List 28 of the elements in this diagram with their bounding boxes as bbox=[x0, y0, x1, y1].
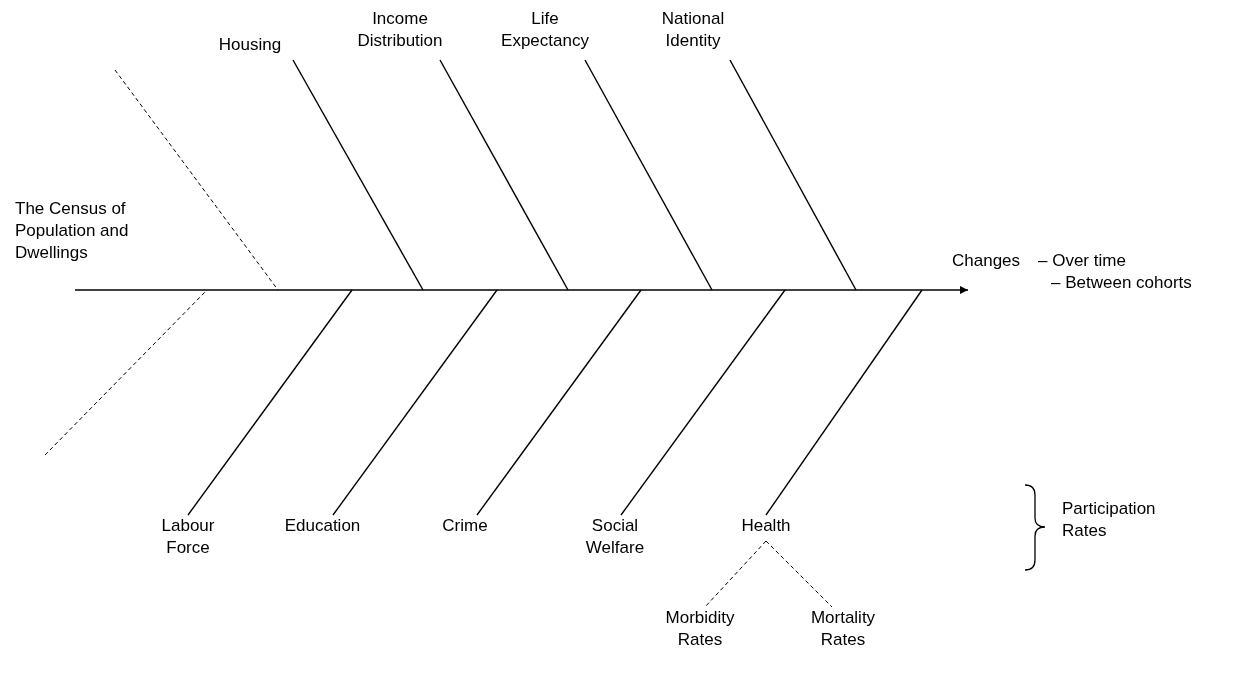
note-text: – Over time bbox=[1038, 250, 1126, 272]
category-label: Housing bbox=[205, 34, 295, 60]
dashed-branch-line bbox=[765, 540, 833, 608]
bone-line bbox=[332, 289, 498, 516]
category-label: Social Welfare bbox=[570, 515, 660, 567]
category-label: National Identity bbox=[643, 8, 743, 60]
category-label: Life Expectancy bbox=[495, 8, 595, 60]
category-label: Crime bbox=[435, 515, 495, 541]
dashed-branch-line bbox=[704, 540, 767, 608]
bone-line bbox=[292, 59, 424, 291]
bone-line bbox=[765, 289, 923, 516]
spine-arrow bbox=[74, 286, 969, 294]
category-label: Health bbox=[735, 515, 797, 541]
category-label: Changes bbox=[952, 250, 1024, 290]
category-label: Education bbox=[275, 515, 370, 541]
bone-line bbox=[439, 59, 569, 291]
category-label: Mortality Rates bbox=[795, 607, 891, 659]
bone-line bbox=[620, 289, 786, 516]
note-text: – Between cohorts bbox=[1051, 272, 1192, 294]
title-text: The Census of Population and Dwellings bbox=[15, 198, 130, 264]
category-label: Labour Force bbox=[143, 515, 233, 567]
bracket-label: Participation Rates bbox=[1062, 498, 1157, 542]
category-label: Morbidity Rates bbox=[652, 607, 748, 659]
bone-line bbox=[476, 289, 642, 516]
bone-line bbox=[187, 289, 353, 516]
bone-line bbox=[584, 59, 713, 291]
category-label: Income Distribution bbox=[350, 8, 450, 60]
bone-line bbox=[729, 59, 857, 291]
